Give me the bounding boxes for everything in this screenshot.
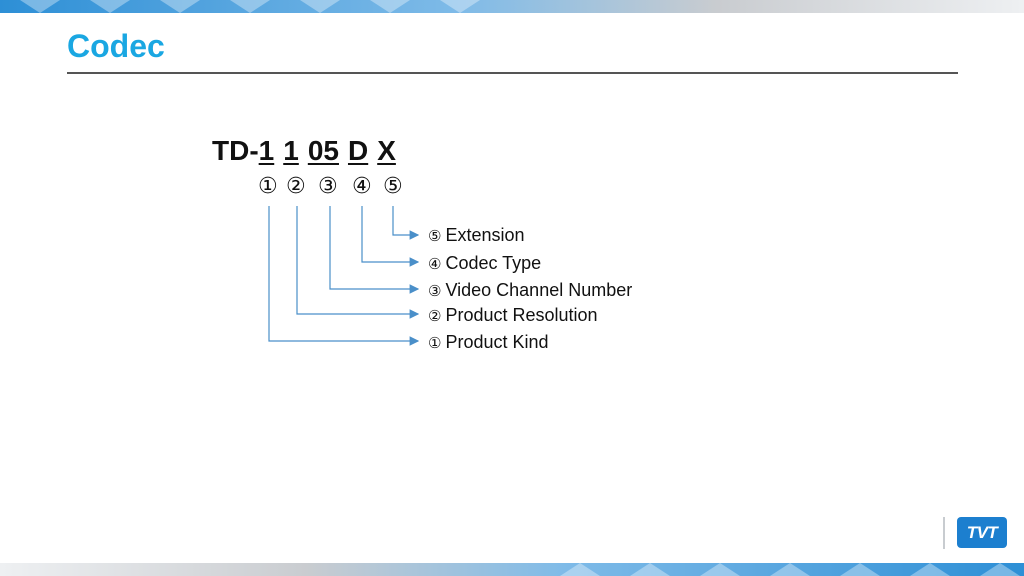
- legend-label: Extension: [445, 225, 525, 245]
- segment-3: 05: [307, 135, 339, 166]
- connector-resolution: [296, 206, 420, 319]
- marker-3: ③: [318, 174, 338, 199]
- legend-marker: ⑤: [428, 227, 442, 245]
- slide-title: Codec: [67, 28, 165, 64]
- tvt-logo: TVT: [957, 517, 1007, 548]
- segment-1: 1: [258, 135, 275, 166]
- segment-4: D: [347, 135, 369, 166]
- marker-1: ①: [258, 174, 278, 199]
- marker-4: ④: [352, 174, 372, 199]
- connector-codec-type: [361, 206, 420, 267]
- top-decorative-band: [0, 0, 1024, 13]
- legend-label: Product Resolution: [445, 305, 598, 325]
- marker-5: ⑤: [383, 174, 403, 199]
- connector-product-kind: [268, 206, 420, 346]
- legend-label: Video Channel Number: [445, 280, 633, 300]
- segment-5: X: [377, 135, 396, 166]
- legend-marker: ④: [428, 255, 442, 273]
- segment-2: 1: [283, 135, 299, 166]
- connector-extension: [392, 206, 420, 240]
- logo-divider: [943, 517, 945, 549]
- legend-marker: ③: [428, 282, 442, 300]
- legend-label: Codec Type: [445, 253, 542, 273]
- title-divider: [67, 72, 958, 74]
- legend-marker: ②: [428, 307, 442, 325]
- legend-label: Product Kind: [445, 332, 549, 352]
- model-prefix: TD-: [212, 135, 259, 166]
- bottom-decorative-band: [0, 563, 1024, 576]
- marker-2: ②: [286, 174, 306, 199]
- legend-marker: ①: [428, 334, 442, 352]
- connector-video-channel: [329, 206, 420, 294]
